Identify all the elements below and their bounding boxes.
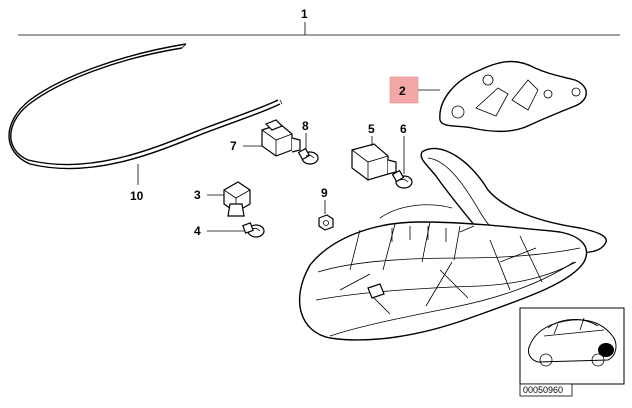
callout-1[interactable]: 1 [301, 7, 308, 21]
thumbnail-label-box [519, 383, 573, 397]
callout-6[interactable]: 6 [400, 122, 407, 136]
callout-10[interactable]: 10 [130, 189, 144, 203]
seal-strip-part[interactable] [8, 43, 283, 170]
bulb-part-4[interactable] [242, 222, 265, 238]
tail-lamp-housing[interactable] [298, 147, 607, 341]
bulb-socket-part-5[interactable] [351, 143, 397, 181]
assembly-bracket [18, 22, 620, 36]
callout-5[interactable]: 5 [368, 122, 375, 136]
thumbnail-code: 00050960 [523, 385, 563, 395]
car-location-thumbnail[interactable] [519, 307, 625, 385]
callout-4[interactable]: 4 [194, 224, 201, 238]
nut-part-9[interactable] [318, 214, 334, 231]
gasket-plate-part-2[interactable] [439, 60, 587, 133]
location-marker [598, 343, 614, 357]
bulb-part-8[interactable] [297, 147, 319, 165]
bulb-part-6[interactable] [391, 169, 413, 189]
callout-9[interactable]: 9 [321, 186, 328, 200]
callout-2-highlight [389, 76, 419, 104]
bulb-socket-part-3[interactable] [223, 181, 251, 217]
callout-8[interactable]: 8 [302, 119, 309, 133]
bulb-socket-part-7[interactable] [261, 119, 301, 157]
callout-7[interactable]: 7 [230, 139, 237, 153]
callout-3[interactable]: 3 [194, 188, 201, 202]
callout-2[interactable]: 2 [399, 84, 406, 98]
